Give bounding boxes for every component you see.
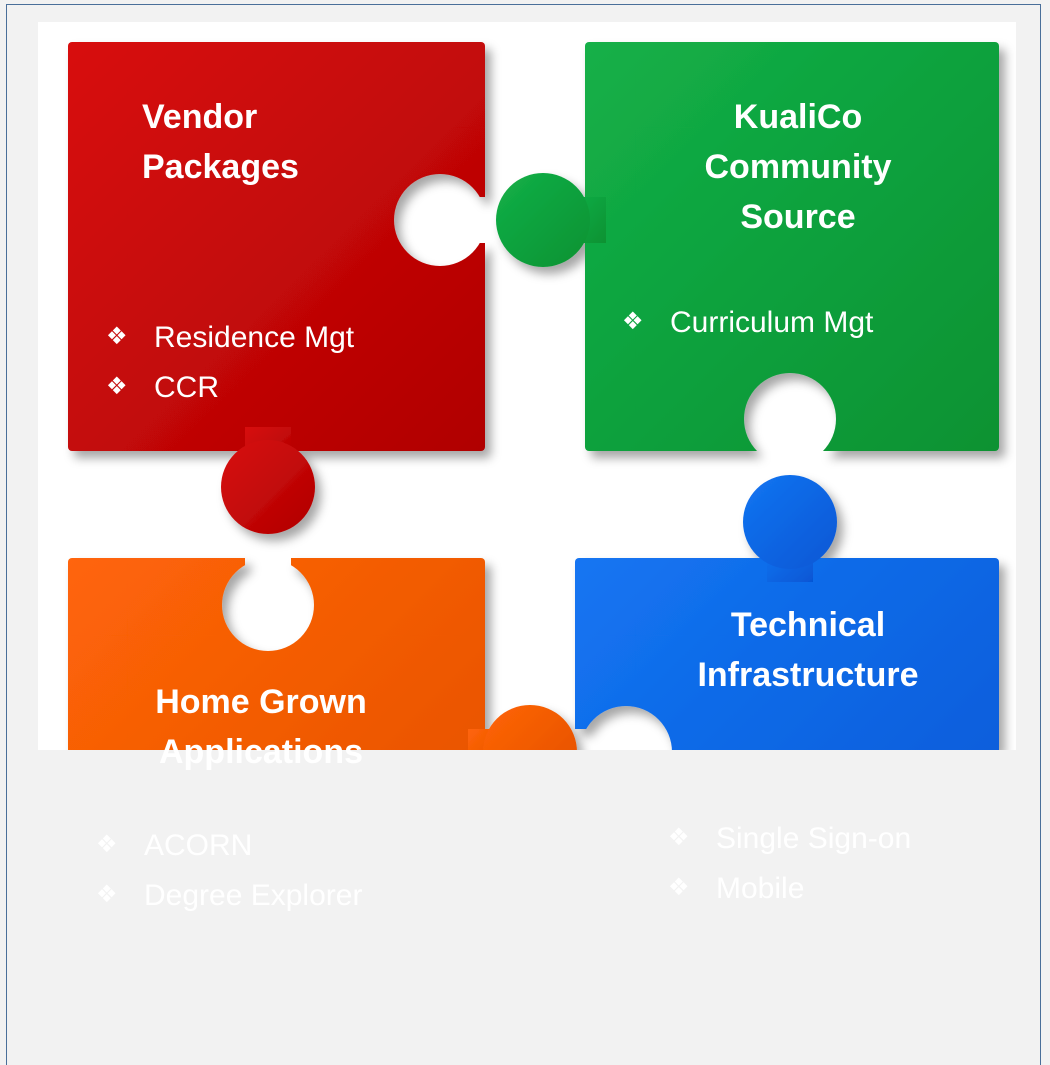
technical-title-line-1: Technical [730,606,886,644]
bullet-diamond-icon: ❖ [668,874,690,901]
technical-title: Technical Infrastructure [663,600,953,700]
slide-border [6,4,1041,1065]
home-grown-title-line-1: Home Grown [155,683,367,721]
bullet-diamond-icon: ❖ [668,824,690,851]
bullet-diamond-icon: ❖ [96,881,118,908]
list-item-text: Curriculum Mgt [670,306,874,339]
home-grown-title-line-2: Applications [158,733,364,771]
vendor-packages-title: Vendor Packages [142,92,392,192]
list-item: ❖ Mobile [668,863,911,913]
vendor-packages-piece [68,42,485,534]
list-item: ❖ Degree Explorer [96,870,362,920]
technical-title-line-2: Infrastructure [697,656,919,694]
vendor-packages-list: ❖ Residence Mgt ❖ CCR [106,312,354,412]
bullet-diamond-icon: ❖ [96,831,118,858]
home-grown-title: Home Grown Applications [116,677,406,777]
list-item-text: Single Sign-on [716,822,912,855]
home-grown-applications-piece [68,558,577,750]
list-item: ❖ Single Sign-on [668,813,911,863]
bullet-diamond-icon: ❖ [106,323,128,350]
vendor-title-line-2: Packages [142,148,299,186]
technical-infrastructure-piece [575,475,999,750]
list-item-text: CCR [154,371,219,404]
diagram-canvas: Vendor Packages ❖ Residence Mgt ❖ CCR Kual… [38,22,1016,771]
list-item-text: Mobile [716,872,805,905]
kualico-list: ❖ Curriculum Mgt [622,297,873,347]
kualico-title-line-3: Source [740,198,856,236]
kualico-title-line-2: Community [704,148,892,186]
kualico-community-source-piece [496,42,999,451]
list-item: ❖ CCR [106,362,354,412]
bullet-diamond-icon: ❖ [622,308,644,335]
kualico-title: KualiCo Community Source [678,92,918,242]
technical-list: ❖ Single Sign-on ❖ Mobile [668,813,911,913]
bullet-diamond-icon: ❖ [106,373,128,400]
list-item-text: Residence Mgt [154,321,355,354]
list-item-text: ACORN [144,829,253,862]
list-item: ❖ Residence Mgt [106,312,354,362]
list-item: ❖ Curriculum Mgt [622,297,873,347]
home-grown-list: ❖ ACORN ❖ Degree Explorer [96,820,362,920]
list-item: ❖ ACORN [96,820,362,870]
kualico-title-line-1: KualiCo [733,98,863,136]
list-item-text: Degree Explorer [144,879,363,912]
vendor-title-line-1: Vendor [142,98,258,136]
puzzle-diagram [68,42,999,750]
